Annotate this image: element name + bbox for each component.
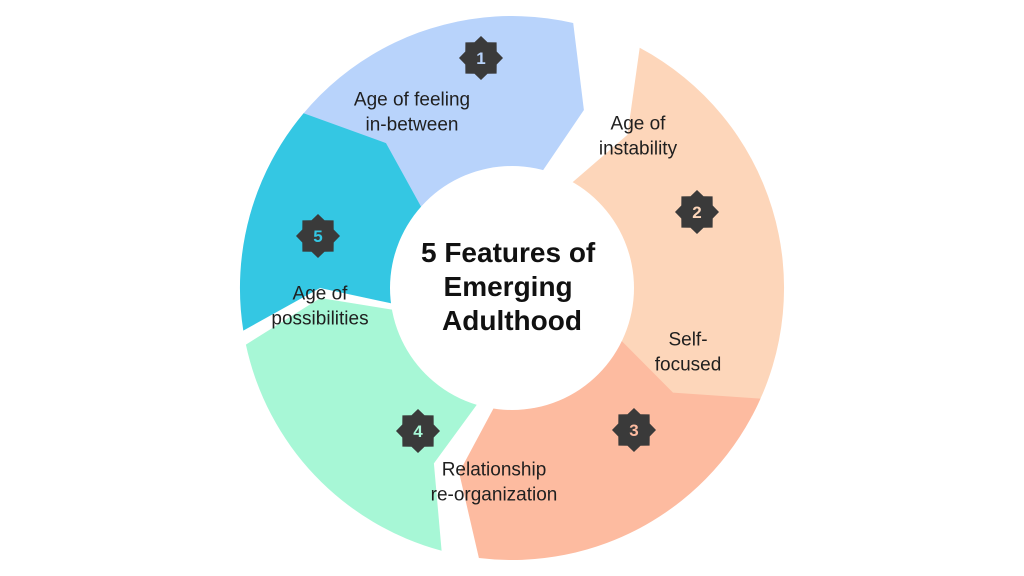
badge-number: 2: [692, 203, 701, 222]
center-circle: [390, 166, 634, 410]
segment-label-line: Age of: [293, 284, 349, 305]
center-title: 5 Features of Emerging Adulthood: [421, 237, 603, 336]
center-title-line: Adulthood: [442, 305, 582, 336]
segment-label-line: focused: [655, 355, 722, 376]
number-badge-4: 4: [396, 409, 440, 453]
starburst-badge-icon: [296, 214, 340, 258]
segment-label-4: Relationship re-organization: [431, 460, 558, 506]
center-title-line: 5 Features of: [421, 237, 596, 268]
starburst-badge-icon: [675, 190, 719, 234]
badge-number: 3: [629, 421, 638, 440]
number-badge-5: 5: [296, 214, 340, 258]
segment-label-2: Age of instability: [599, 114, 678, 160]
starburst-badge-icon: [396, 409, 440, 453]
number-badge-3: 3: [612, 408, 656, 452]
number-badge-1: 1: [459, 36, 503, 80]
segment-label-line: Relationship: [442, 460, 547, 481]
starburst-badge-icon: [459, 36, 503, 80]
segment-label-line: Age of feeling: [354, 90, 470, 111]
segment-label-line: Age of: [611, 114, 667, 135]
segment-label-5: Age of possibilities: [271, 284, 368, 330]
segment-label-line: in-between: [366, 115, 459, 136]
cycle-segment-3: [459, 333, 761, 561]
starburst-badge-icon: [612, 408, 656, 452]
segment-label-line: instability: [599, 139, 678, 160]
segment-label-3: Self-focused: [655, 330, 722, 376]
center-title-line: Emerging: [444, 271, 573, 302]
badge-number: 4: [413, 422, 423, 441]
segment-label-line: re-organization: [431, 485, 558, 506]
badges-layer: 1 2 3 4 5: [296, 36, 719, 453]
badge-number: 5: [313, 227, 322, 246]
segment-label-line: Self-: [668, 330, 707, 351]
segment-label-line: possibilities: [271, 309, 368, 330]
number-badge-2: 2: [675, 190, 719, 234]
segment-label-1: Age of feeling in-between: [354, 90, 470, 136]
badge-number: 1: [476, 49, 485, 68]
